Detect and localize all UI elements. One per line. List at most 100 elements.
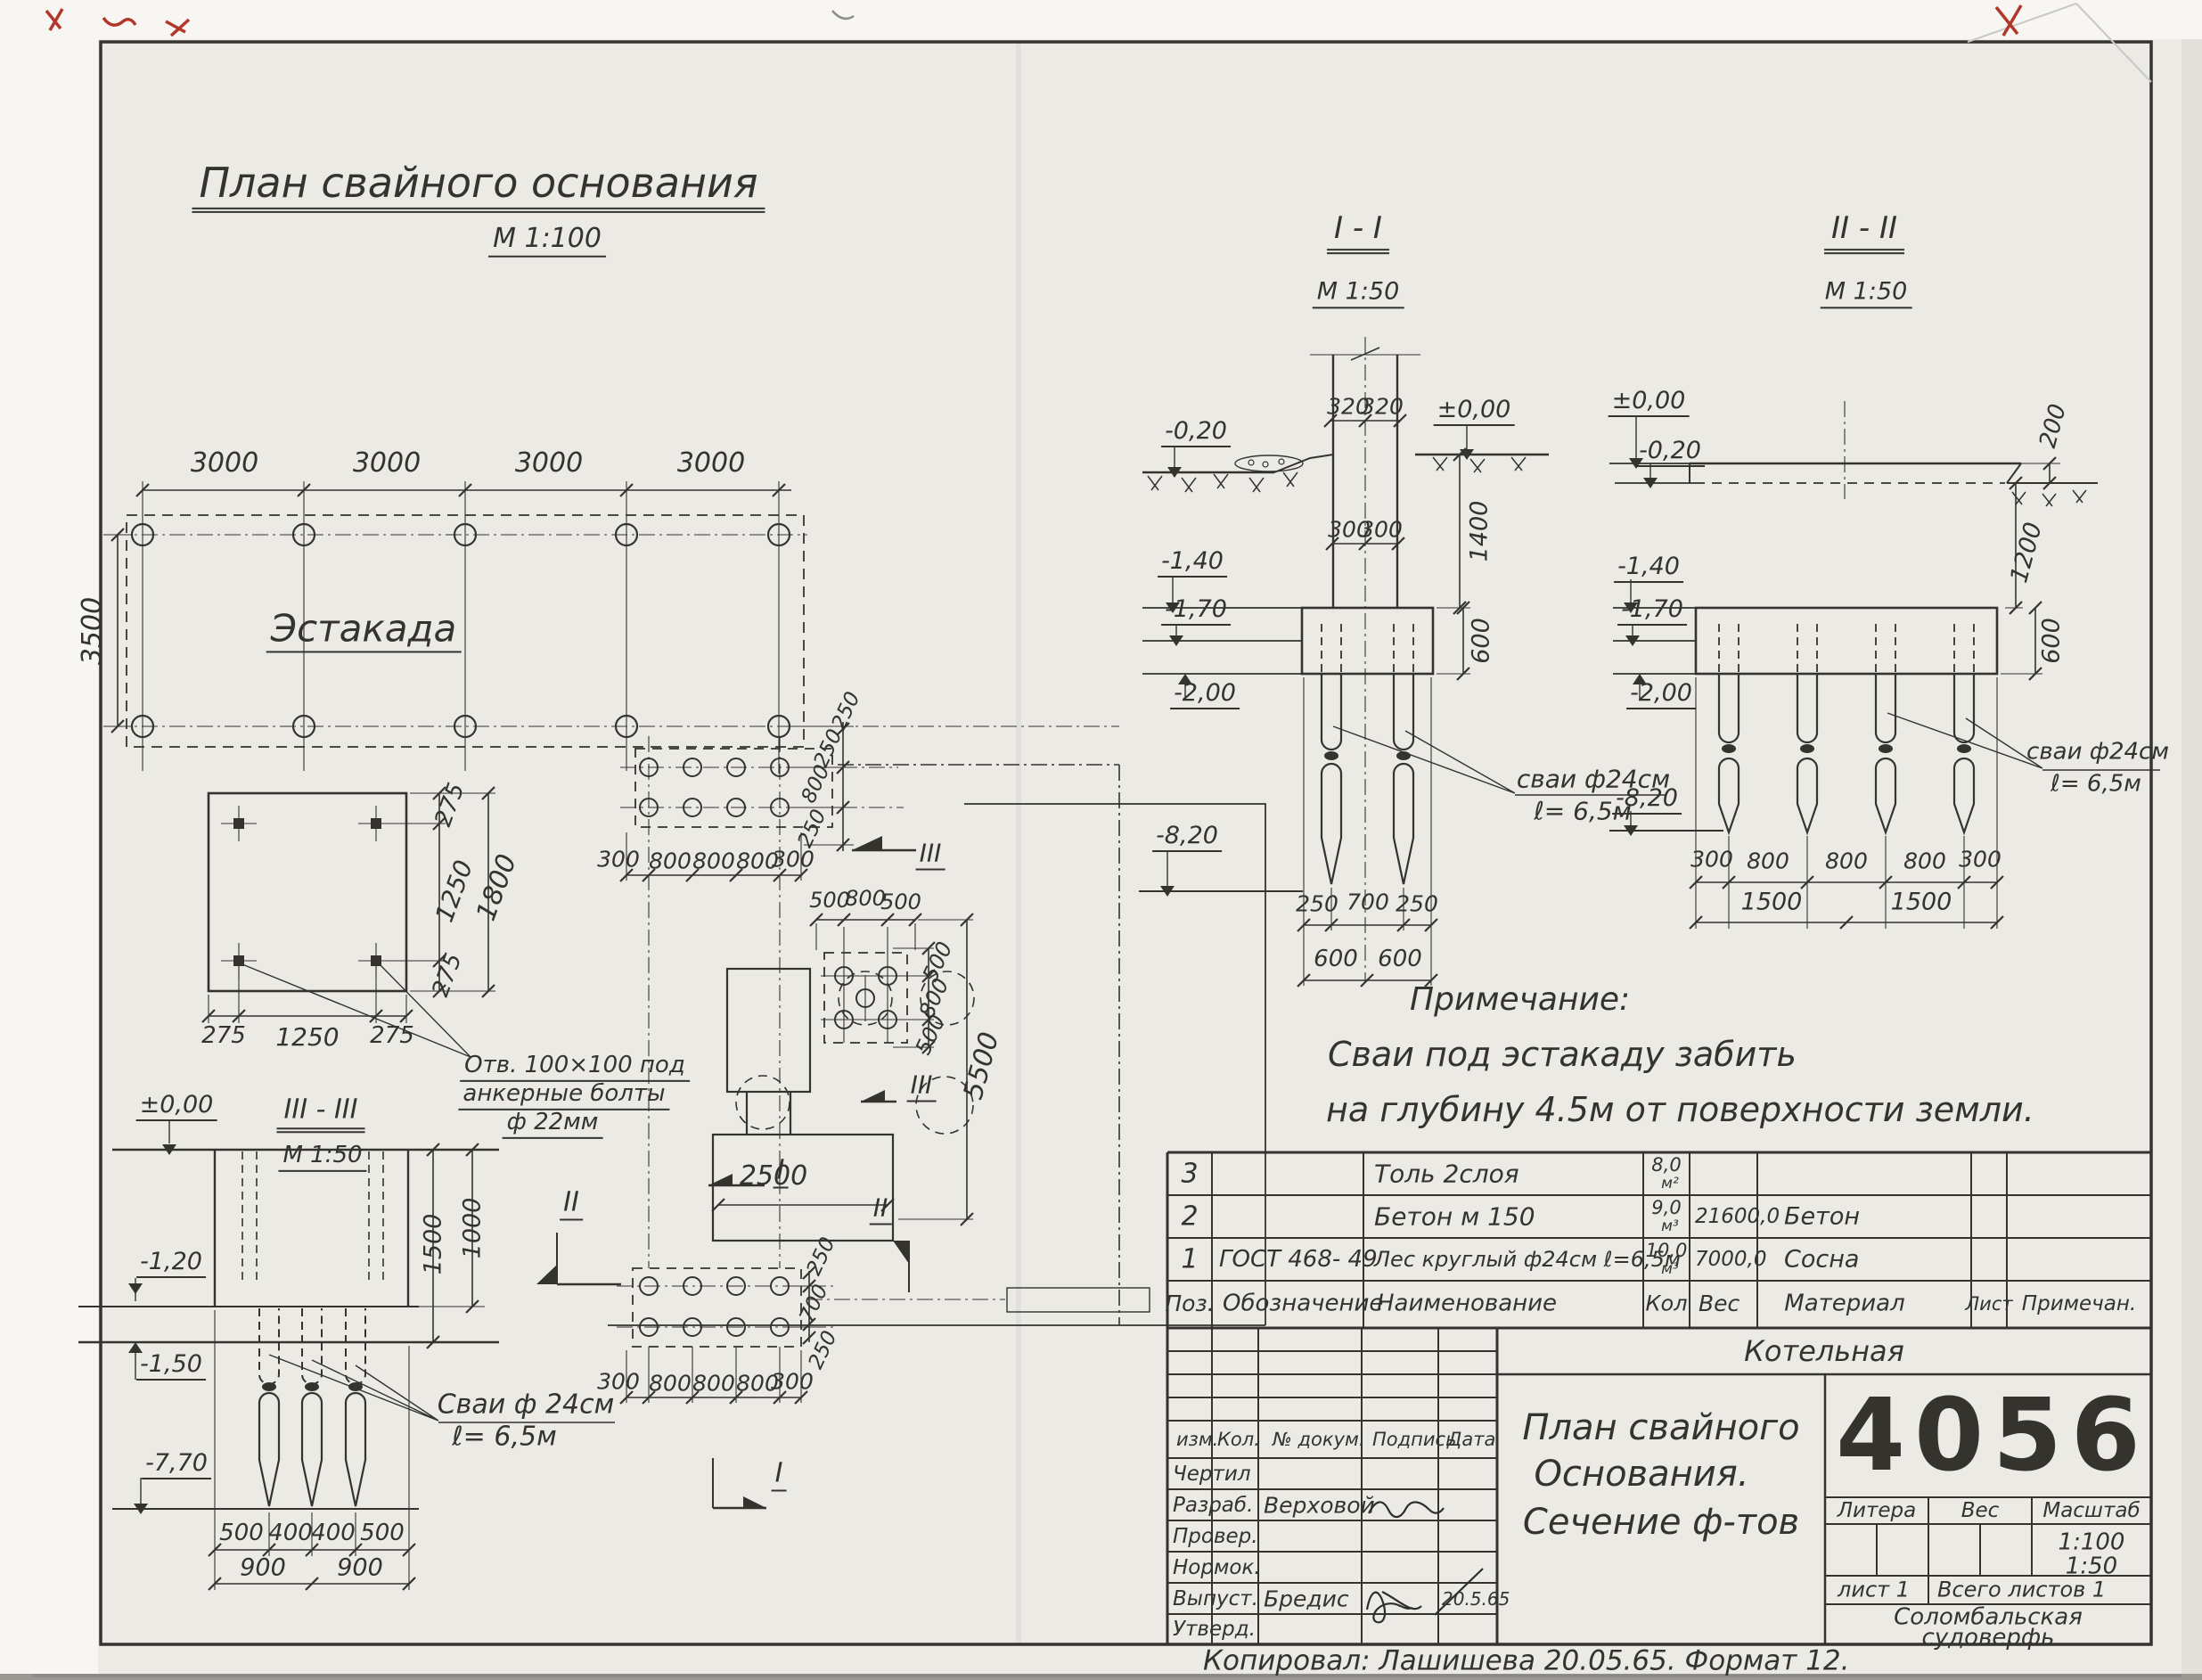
titleblock-total-sheets: Всего листов 1 [1937, 1577, 2107, 1602]
spec-cell-pos: 2 [1181, 1201, 1199, 1233]
titleblock-scale2: 1:50 [2065, 1553, 2118, 1580]
section1-scale: М 1:50 [1312, 279, 1404, 309]
piles2-callout-line1: сваи ф24см [2026, 738, 2169, 766]
dim-label: 3500 [77, 596, 108, 666]
titleblock-object: Котельная [1744, 1334, 1904, 1369]
dim-label: 400 [311, 1520, 356, 1546]
dim-label: 500 [880, 889, 921, 914]
dim-label: 3000 [514, 447, 584, 479]
spec-cell-qty-unit: м³ [1661, 1217, 1679, 1235]
spec-header-qty: Кол [1645, 1291, 1688, 1316]
section-marker: III [915, 840, 945, 871]
dim-label: 275 [370, 1022, 414, 1049]
dim-label: 800 [1747, 848, 1789, 874]
elevation-label: -0,20 [1161, 419, 1231, 447]
scan-edge-left [0, 0, 98, 1680]
dim-label: 3000 [190, 447, 259, 479]
elevation-label: -2,00 [1626, 681, 1696, 709]
spec-cell-weight: 7000,0 [1695, 1248, 1767, 1271]
spec-header-note: Примечан. [2021, 1291, 2137, 1315]
dim-label: 300 [1690, 846, 1733, 873]
dim-label: 300 [1328, 516, 1371, 543]
spec-header-material: Материал [1784, 1290, 1905, 1317]
titleblock-doc-number: 4056 [1836, 1378, 2149, 1495]
dim-label: 1500 [1740, 888, 1803, 916]
dim-label: 800 [1903, 848, 1946, 874]
anchor-callout-line3: ф 22мм [502, 1110, 603, 1140]
titleblock-row-label: Утверд. [1173, 1618, 1256, 1641]
piles3-callout-line1: Сваи ф 24см [437, 1389, 615, 1421]
titleblock-company-line1: Соломбальская [1894, 1603, 2083, 1631]
spec-cell-material: Бетон [1784, 1202, 1861, 1231]
dim-label: 300 [772, 846, 814, 873]
dim-label: 300 [597, 846, 640, 873]
dim-label: 600 [2037, 618, 2066, 664]
spec-cell-name: Бетон м 150 [1374, 1201, 1535, 1232]
elevation-label: ±0,00 [135, 1093, 217, 1121]
elevation-label: -1,40 [1158, 549, 1227, 578]
dim-label: 800 [649, 1370, 692, 1397]
elevation-label: -1,70 [1161, 597, 1231, 626]
dim-label: 600 [1314, 946, 1358, 972]
dim-label: 800 [736, 1370, 779, 1397]
spec-header-name: Наименование [1377, 1290, 1558, 1317]
section-marker: II [869, 1195, 892, 1225]
red-check-marks [45, 4, 2023, 37]
elevation-label: -1,70 [1617, 597, 1687, 626]
note-title: Примечание: [1410, 981, 1631, 1019]
plan-estakada-label: Эстакада [266, 609, 462, 653]
dim-label: 800 [1825, 848, 1868, 874]
titleblock-row-name: Верховой [1264, 1492, 1375, 1519]
elevation-label: -7,70 [142, 1451, 211, 1479]
dim-label: 250 [1296, 890, 1338, 917]
scan-edge-top [0, 0, 2202, 39]
section-marker: I [773, 1157, 789, 1189]
titleblock-scale1: 1:100 [2058, 1528, 2125, 1556]
anchor-callout-line1: Отв. 100×100 под [460, 1053, 690, 1083]
elevation-label: -1,40 [1614, 554, 1683, 583]
dim-label: 300 [1360, 516, 1403, 543]
dim-label: 320 [1361, 393, 1404, 420]
dim-label: 3000 [676, 447, 746, 479]
dim-label: 1400 [1465, 500, 1494, 562]
titleblock-col-header: № докум. [1273, 1429, 1365, 1450]
dim-label: 500 [360, 1520, 405, 1546]
section1-heading: I - I [1327, 212, 1389, 254]
section2-heading: II - II [1824, 212, 1904, 254]
dim-label: 800 [692, 848, 735, 874]
elevation-label: ±0,00 [1433, 397, 1515, 426]
drawing-title: План свайного основания [192, 161, 765, 214]
dim-label: 3000 [352, 447, 422, 479]
dim-label: 300 [597, 1368, 640, 1395]
section3-heading: III - III [276, 1095, 365, 1133]
titleblock-col-header: изм. [1176, 1429, 1219, 1450]
spec-cell-qty: 9,0 [1651, 1197, 1682, 1218]
dim-label: 500 [809, 888, 850, 913]
dim-label: 250 [1396, 890, 1438, 917]
titleblock-col-header: Подпись [1372, 1429, 1457, 1450]
titleblock-row-label: Выпуст. [1173, 1587, 1258, 1610]
note-line1: Сваи под эстакаду забить [1328, 1035, 1797, 1075]
titleblock-masshtab-label: Масштаб [2042, 1498, 2141, 1522]
titleblock-sheet: лист 1 [1838, 1577, 1911, 1602]
titleblock-row-label: Нормок. [1173, 1556, 1261, 1579]
spec-cell-desig: ГОСТ 468- 49 [1219, 1246, 1378, 1273]
titleblock-row-date: 20.5.65 [1442, 1588, 1510, 1610]
dim-label: 300 [1959, 846, 2001, 873]
spec-header-weight: Вес [1699, 1290, 1740, 1316]
signature-strokes [1365, 1501, 1484, 1624]
titleblock-row-name: Бредис [1264, 1586, 1349, 1612]
titleblock-title-line1: План свайного [1522, 1407, 1800, 1448]
dim-label: 900 [240, 1553, 286, 1582]
dim-label: 2500 [739, 1160, 808, 1192]
dim-label: 800 [692, 1370, 735, 1397]
dim-label: 800 [649, 848, 692, 874]
piles3-callout-line2: ℓ= 6,5м [452, 1421, 557, 1453]
spec-cell-weight: 21600,0 [1695, 1205, 1780, 1228]
dim-label: 800 [845, 886, 886, 911]
drawing-title-scale: М 1:100 [488, 225, 606, 258]
spec-cell-qty: 8,0 [1651, 1154, 1682, 1176]
titleblock-company-line2: судоверфь [1921, 1624, 2055, 1651]
